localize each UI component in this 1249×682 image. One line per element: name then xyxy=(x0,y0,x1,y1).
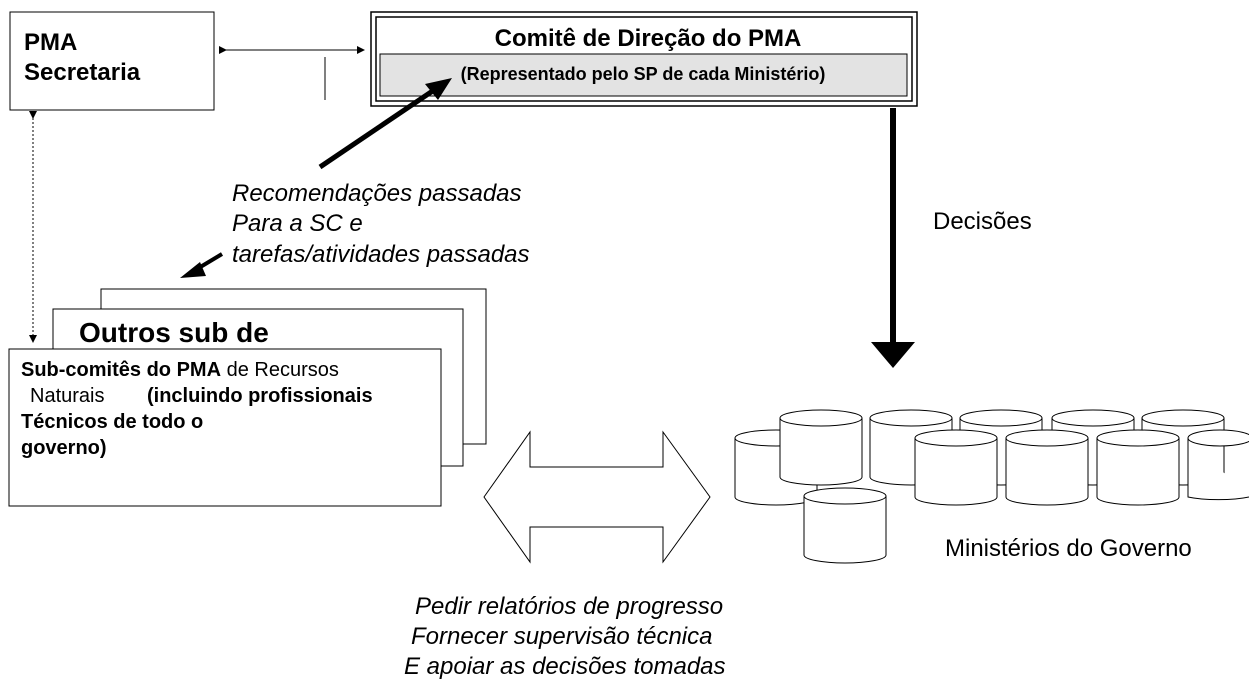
steering-committee-subtitle-bar xyxy=(379,53,908,97)
steering-committee-box-inner xyxy=(375,16,913,102)
subcommittees-normal-part1: de Recursos xyxy=(221,359,339,381)
steering-committee-title: Comitê de Direção do PMA xyxy=(495,25,802,52)
database-icon xyxy=(1187,429,1249,501)
bottom-note-line1: Pedir relatórios de progresso xyxy=(415,593,723,620)
database-icon xyxy=(1096,429,1180,506)
recommendation-arrowhead-up xyxy=(425,78,452,100)
ministry-cylinders xyxy=(734,409,1249,564)
steering-committee-subtitle: (Representado pelo SP de cada Ministério… xyxy=(461,64,826,84)
database-icon xyxy=(1005,429,1089,506)
subcommittees-bold-part1: Sub-comitês do PMA xyxy=(21,359,221,381)
hollow-double-arrow xyxy=(483,430,711,564)
database-icon xyxy=(779,409,863,486)
recommendations-line3: tarefas/atividades passadas xyxy=(232,241,530,268)
recommendations-line1: Recomendações passadas xyxy=(232,180,522,207)
ministries-label: Ministérios do Governo xyxy=(945,535,1192,562)
other-subcommittees-label: Outros sub de xyxy=(79,317,269,348)
tasks-arrowhead-down xyxy=(180,262,206,278)
database-icon xyxy=(914,429,998,506)
subcommittee-box-front xyxy=(8,348,442,507)
subcommittees-line3: Técnicos de todo o xyxy=(21,411,203,433)
bottom-note-line2: Fornecer supervisão técnica xyxy=(411,623,712,650)
recommendation-arrow-up xyxy=(318,83,442,170)
secretariat-box xyxy=(9,11,215,111)
recommendations-line2: Para a SC e xyxy=(232,210,363,237)
bottom-note-line3: E apoiar as decisões tomadas xyxy=(404,653,726,680)
secretariat-title-line2: Secretaria xyxy=(24,59,141,86)
decisions-label: Decisões xyxy=(933,208,1032,235)
subcommittees-line1: Sub-comitês do PMA de Recursos xyxy=(21,359,339,381)
subcommittees-line4: governo) xyxy=(21,437,107,459)
subcommittees-line2b: (incluindo profissionais xyxy=(147,385,373,407)
decisions-arrowhead xyxy=(871,342,915,368)
database-icon xyxy=(803,487,887,564)
secretariat-title-line1: PMA xyxy=(24,29,77,56)
subcommittees-line2a: Naturais xyxy=(30,385,104,407)
